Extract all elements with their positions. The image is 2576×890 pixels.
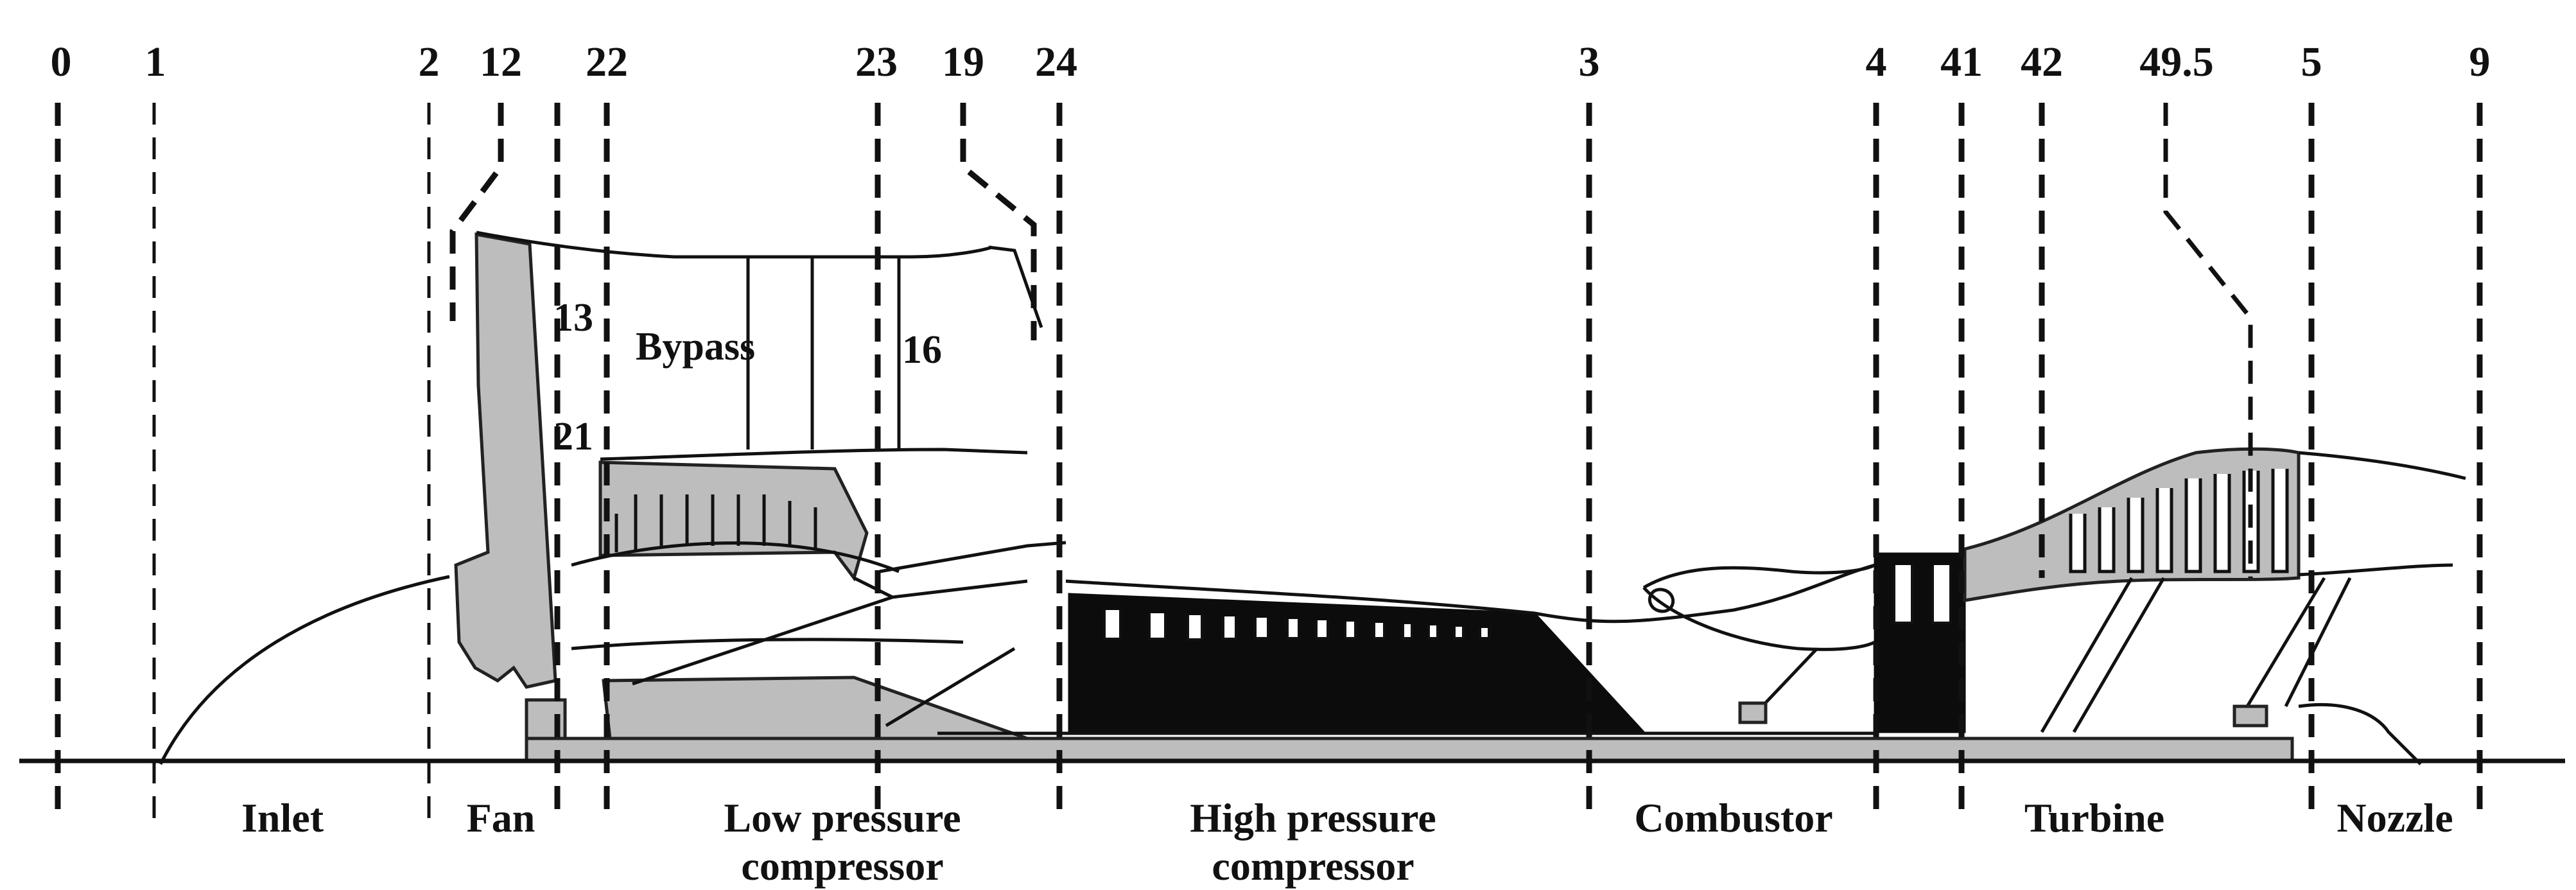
station-label-42: 42 [2021, 39, 2063, 85]
station-line-12 [449, 103, 504, 321]
turbine-strut-1 [2040, 577, 2134, 733]
core-flow-lower [571, 638, 964, 650]
station-label-5: 5 [2301, 39, 2322, 85]
exhaust-inner-cone [2298, 563, 2453, 577]
section-label-lpc-line2: compressor [741, 843, 943, 889]
station-label-49-5: 49.5 [2139, 39, 2214, 85]
section-labels: Inlet Fan Low pressure compressor High p… [241, 795, 2453, 889]
section-label-hpc-line2: compressor [1212, 843, 1414, 889]
section-label-inlet: Inlet [241, 795, 324, 841]
section-label-hpc-line1: High pressure [1190, 795, 1436, 841]
combustor-liner-inner [1642, 586, 1876, 651]
station-label-0: 0 [51, 39, 72, 85]
station-label-2: 2 [419, 39, 440, 85]
spinner-nose-cone [159, 575, 450, 765]
station-label-3: 3 [1579, 39, 1600, 85]
core-flow-upper [571, 541, 900, 573]
station-label-19: 19 [942, 39, 984, 85]
transition-duct [879, 541, 1066, 573]
station-labels: 0 1 2 12 22 23 19 24 3 4 41 42 49.5 5 9 [51, 39, 2491, 85]
station-label-9: 9 [2469, 39, 2491, 85]
hpc-blade-teeth [1103, 610, 1490, 641]
lpc-blades [614, 494, 817, 552]
lpc-strut-2 [885, 647, 1016, 728]
turbine-strut-3 [2245, 577, 2326, 708]
bypass-label: Bypass [636, 325, 755, 369]
station-label-41: 41 [1940, 39, 1983, 85]
exhaust-nozzle-plug [2298, 702, 2422, 765]
lpc-drum [602, 676, 1028, 740]
engine-cross-section [19, 231, 2565, 765]
station-label-21: 21 [553, 415, 593, 458]
section-label-lpc-line1: Low pressure [724, 795, 961, 841]
section-label-turbine: Turbine [2024, 795, 2164, 841]
inner-labels: 13 21 Bypass 16 [553, 296, 942, 458]
lpc-casing [598, 460, 869, 582]
combustor-liner-outer [1642, 563, 1876, 589]
station-label-13: 13 [553, 296, 593, 340]
section-label-combustor: Combustor [1634, 795, 1832, 841]
section-label-nozzle: Nozzle [2337, 795, 2453, 841]
station-label-23: 23 [855, 39, 898, 85]
station-label-16: 16 [902, 328, 942, 372]
station-line-19 [960, 103, 1037, 340]
bypass-inner-wall [600, 448, 1028, 461]
station-label-22: 22 [586, 39, 628, 85]
fan-blade [454, 232, 557, 689]
lpt-blade-slots [2069, 469, 2289, 573]
turbine-strut-2 [2072, 577, 2166, 733]
bypass-outer-casing [476, 231, 993, 259]
combustor-bearing [1738, 701, 1768, 724]
station-label-24: 24 [1035, 39, 1077, 85]
turbine-bearing [2232, 704, 2268, 728]
station-line-49-5 [2163, 103, 2253, 578]
fuel-injector [1648, 588, 1675, 613]
hpt-blade-slots [1893, 565, 1952, 624]
hpc-casing-line [1065, 563, 1875, 624]
exhaust-nozzle-outer [2298, 451, 2466, 480]
transition-duct-lower [853, 576, 1028, 599]
section-label-fan: Fan [467, 795, 535, 841]
turbine-strut-4 [2284, 577, 2352, 708]
low-pressure-shaft [525, 737, 2294, 763]
station-label-4: 4 [1866, 39, 1887, 85]
station-label-1: 1 [145, 39, 166, 85]
station-label-12: 12 [480, 39, 522, 85]
lpc-strut-1 [632, 595, 893, 686]
station-lines [55, 103, 2483, 822]
